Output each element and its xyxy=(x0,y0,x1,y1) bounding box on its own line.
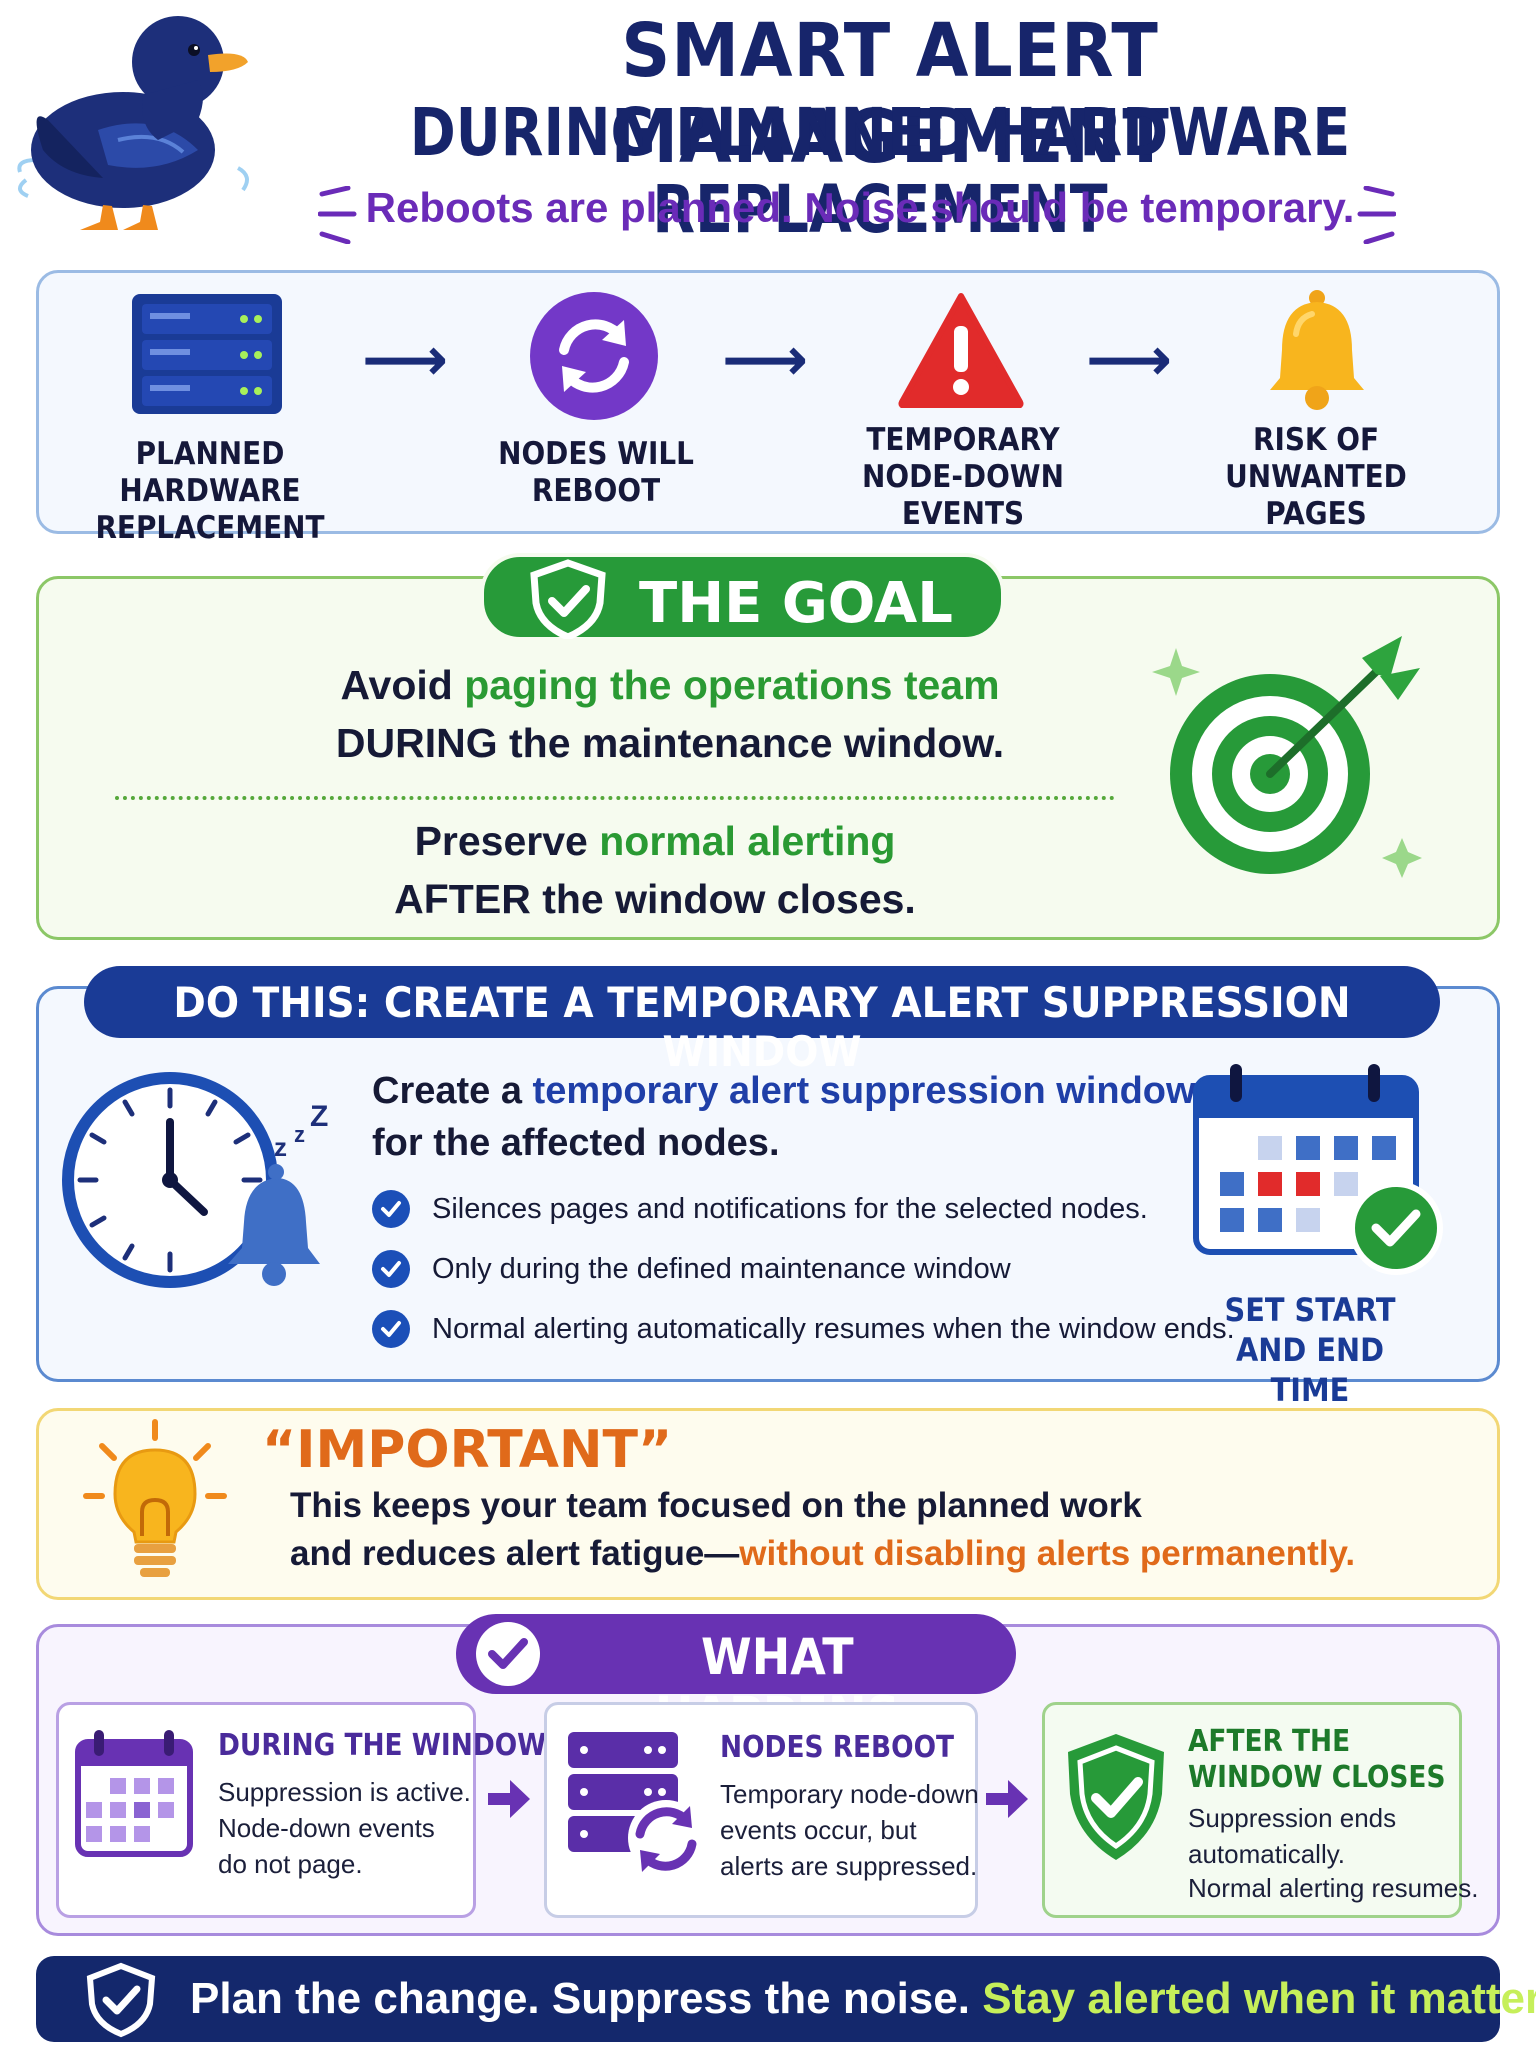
check-circle-icon xyxy=(372,1190,410,1228)
shield-check-icon xyxy=(524,559,612,641)
goal-heading-pill: THE GOAL xyxy=(480,553,1005,641)
step-3-text-1: Suppression ends xyxy=(1188,1803,1397,1833)
step-1-text-2: Node-down events xyxy=(218,1813,435,1843)
bullet-item-3: Normal alerting automatically resumes wh… xyxy=(372,1306,1235,1352)
svg-text:z: z xyxy=(274,1132,287,1162)
step-arrow-1 xyxy=(484,1774,534,1824)
bullet-item-1: Silences pages and notifications for the… xyxy=(372,1186,1148,1232)
do-this-heading-pill: DO THIS: CREATE A TEMPORARY ALERT SUPPRE… xyxy=(84,966,1440,1076)
goal-line-1-highlight: paging the operations team xyxy=(464,662,1000,708)
server-rack-icon xyxy=(128,290,288,420)
calendar-check-icon xyxy=(1190,1060,1446,1280)
step-2-title: NODES REBOOT xyxy=(720,1730,955,1765)
do-this-intro-highlight: temporary alert suppression window xyxy=(532,1070,1196,1112)
step-1-text-3: do not page. xyxy=(218,1849,363,1879)
goal-line-3: Preserve normal alerting xyxy=(60,818,1250,865)
goal-line-1: Avoid paging the operations team xyxy=(60,662,1280,709)
important-line1: This keeps your team focused on the plan… xyxy=(290,1486,1142,1525)
what-happens-heading-pill: WHAT HAPPENS xyxy=(456,1614,1016,1744)
calendar-caption-line2: AND END TIME xyxy=(1235,1331,1384,1409)
goal-divider xyxy=(115,796,1115,800)
flow-step-3-label: TEMPORARY NODE-DOWN EVENTS xyxy=(833,422,1094,533)
flow-step-2-line2: REBOOT xyxy=(531,473,661,509)
page-title-line1: SMART ALERT MANAGEMENT xyxy=(610,8,1170,180)
goal-line-4: AFTER the window closes. xyxy=(394,876,916,922)
duck-mascot xyxy=(8,0,258,240)
calendar-caption-line1: SET START xyxy=(1224,1291,1396,1329)
do-this-intro-pre: Create a xyxy=(372,1070,533,1112)
shield-check-icon xyxy=(84,1962,158,2038)
check-circle-icon xyxy=(472,1618,544,1690)
do-this-heading: DO THIS: CREATE A TEMPORARY ALERT SUPPRE… xyxy=(173,978,1351,1076)
flow-step-4-line2: UNWANTED xyxy=(1225,459,1407,495)
calendar-caption: SET START AND END TIME xyxy=(1180,1290,1440,1410)
bullet-item-2-text: Only during the defined maintenance wind… xyxy=(432,1252,1011,1285)
important-line2-highlight: without disabling alerts permanently. xyxy=(739,1534,1356,1573)
check-circle-icon xyxy=(372,1310,410,1348)
flow-arrow-2: ⟶ xyxy=(722,326,809,393)
refresh-icon xyxy=(528,290,660,422)
goal-heading: THE GOAL xyxy=(639,571,953,636)
flow-step-4-line3: PAGES xyxy=(1265,496,1367,532)
flow-step-3-line1: TEMPORARY xyxy=(866,422,1060,458)
step-3-text-2: automatically. xyxy=(1188,1839,1346,1869)
target-icon xyxy=(1140,628,1430,898)
footer-banner xyxy=(36,1956,1500,2042)
goal-line-2: DURING the maintenance window. xyxy=(335,720,1005,766)
goal-line-3-pre: Preserve xyxy=(414,818,600,864)
step-3-title-line1: AFTER THE xyxy=(1188,1724,1351,1759)
flow-step-3-line2: NODE-DOWN xyxy=(862,459,1064,495)
do-this-intro-line2: for the affected nodes. xyxy=(372,1122,780,1164)
shield-check-icon xyxy=(1060,1730,1172,1866)
flow-step-1-line1: PLANNED HARDWARE xyxy=(119,436,301,509)
flow-step-2-line1: NODES WILL xyxy=(498,436,694,472)
flow-step-4-line1: RISK OF xyxy=(1252,422,1380,458)
clock-snooze-icon: z z Z xyxy=(60,1060,340,1300)
page-title-line2: DURING PLANNED HARDWARE REPLACEMENT xyxy=(409,94,1351,248)
check-circle-icon xyxy=(372,1250,410,1288)
bullet-item-3-text: Normal alerting automatically resumes wh… xyxy=(432,1312,1235,1345)
flow-step-2-label: NODES WILL REBOOT xyxy=(461,436,731,510)
flow-arrow-1: ⟶ xyxy=(362,326,449,393)
step-3-text-3: Normal alerting resumes. xyxy=(1188,1873,1479,1903)
footer-tagline: Plan the change. Suppress the noise. Sta… xyxy=(190,1974,1536,2024)
step-1-text-1: Suppression is active. xyxy=(218,1777,471,1807)
step-2-text-3: alerts are suppressed. xyxy=(720,1851,978,1881)
page-subtitle: Reboots are planned. Noise should be tem… xyxy=(365,184,1355,231)
svg-text:z: z xyxy=(294,1122,305,1147)
important-line2-pre: and reduces alert fatigue— xyxy=(290,1534,740,1573)
step-2-text-1: Temporary node-down xyxy=(720,1779,979,1809)
footer-tagline-pre: Plan the change. Suppress the noise. xyxy=(190,1974,983,2023)
flow-step-4-label: RISK OF UNWANTED PAGES xyxy=(1190,422,1442,533)
flow-step-1-line2: REPLACEMENT xyxy=(95,510,325,546)
important-panel xyxy=(36,1408,1500,1600)
bullet-item-2: Only during the defined maintenance wind… xyxy=(372,1246,1011,1292)
do-this-intro-line1: Create a temporary alert suppression win… xyxy=(372,1070,1196,1113)
subtitle-deco-right xyxy=(1356,185,1397,245)
calendar-icon xyxy=(72,1726,202,1862)
subtitle-deco-left xyxy=(317,185,358,245)
warning-icon xyxy=(898,292,1024,409)
flow-step-1-label: PLANNED HARDWARE REPLACEMENT xyxy=(66,436,354,547)
step-2-text-2: events occur, but xyxy=(720,1815,917,1845)
step-1-title: DURING THE WINDOW xyxy=(218,1728,547,1763)
goal-line-3-highlight: normal alerting xyxy=(599,818,896,864)
step-3-title-line2: WINDOW CLOSES xyxy=(1188,1760,1446,1795)
lightbulb-icon xyxy=(80,1416,230,1586)
step-arrow-2 xyxy=(982,1774,1032,1824)
footer-tagline-highlight: Stay alerted when it matters. xyxy=(982,1974,1536,2023)
bell-icon xyxy=(1262,288,1372,412)
important-heading: “IMPORTANT” xyxy=(262,1420,673,1480)
flow-step-3-line3: EVENTS xyxy=(901,496,1025,532)
goal-line-1-pre: Avoid xyxy=(340,662,465,708)
bullet-item-1-text: Silences pages and notifications for the… xyxy=(432,1192,1148,1225)
important-line2: and reduces alert fatigue—without disabl… xyxy=(290,1534,1355,1574)
svg-text:Z: Z xyxy=(310,1100,328,1133)
flow-arrow-3: ⟶ xyxy=(1086,326,1173,393)
server-reboot-icon xyxy=(564,1726,714,1876)
